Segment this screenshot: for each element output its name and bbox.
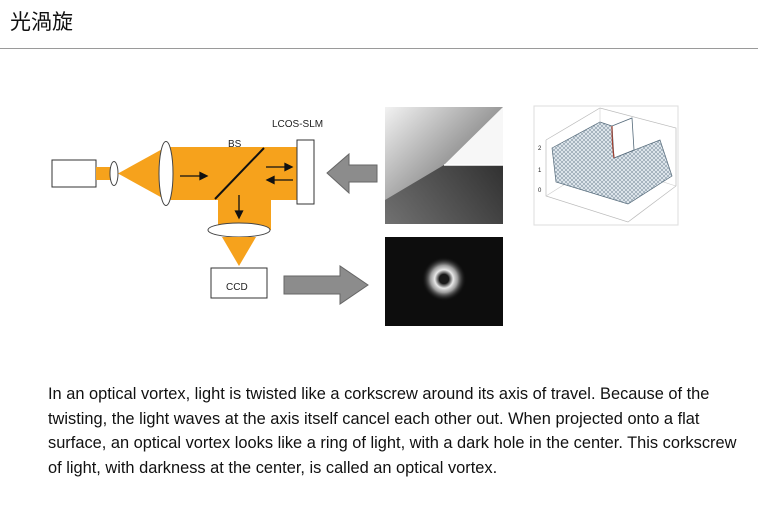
ccd-label: CCD <box>226 282 248 293</box>
collimating-lens <box>158 141 174 206</box>
phase-pattern-image <box>385 107 503 224</box>
bs-label: BS <box>228 139 242 150</box>
small-lens <box>109 161 119 186</box>
title-divider <box>0 48 758 49</box>
page-title: 光渦旋 <box>10 10 73 34</box>
ccd-detector <box>210 267 268 299</box>
beam-expander-cone <box>118 147 166 200</box>
beam-focus-cone <box>222 237 256 266</box>
z-tick-0: 0 <box>538 188 542 194</box>
phase-input-arrow <box>326 152 378 195</box>
lcos-slm-panel <box>296 139 315 205</box>
beam-segment-input <box>96 167 112 180</box>
description-paragraph: In an optical vortex, light is twisted l… <box>48 385 737 477</box>
beam-main <box>166 147 297 200</box>
vortex-ring-image <box>385 237 503 326</box>
z-tick-2: 2 <box>538 146 542 152</box>
laser-source <box>51 159 97 188</box>
lcos-slm-label: LCOS-SLM <box>272 119 323 130</box>
z-tick-1: 1 <box>538 168 542 174</box>
surface-plot: 2 1 0 <box>533 105 679 226</box>
focusing-lens <box>207 222 271 238</box>
output-arrow <box>283 265 369 305</box>
beam-splitter <box>214 147 265 200</box>
beam-direction-arrows <box>180 162 294 220</box>
optical-setup-diagram: BS LCOS-SLM CCD <box>51 105 679 326</box>
